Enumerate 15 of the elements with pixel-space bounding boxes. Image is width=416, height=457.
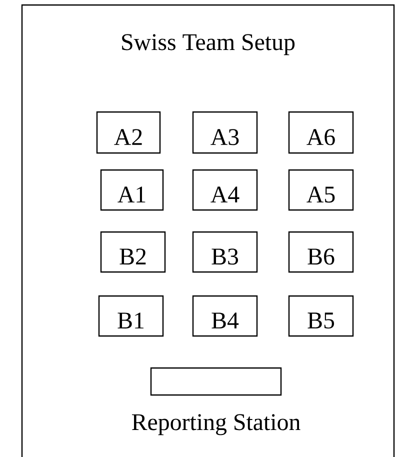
- table-box: A4: [192, 169, 258, 211]
- node-label: Reporting Station: [132, 414, 300, 436]
- table-box: B6: [288, 231, 354, 273]
- table-box: B5: [288, 295, 354, 337]
- table-box: A2: [96, 111, 161, 154]
- table-box: A3: [192, 111, 258, 154]
- table-box: A6: [288, 111, 354, 154]
- table-box: B2: [100, 231, 166, 273]
- title: Swiss Team Setup: [122, 34, 295, 56]
- table-box: A5: [288, 169, 354, 211]
- table-box: B4: [192, 295, 258, 337]
- reporting-station: Reporting Station: [132, 367, 300, 436]
- table-box: B1: [98, 295, 164, 337]
- table-box: B3: [192, 231, 258, 273]
- table-box: A1: [100, 169, 164, 211]
